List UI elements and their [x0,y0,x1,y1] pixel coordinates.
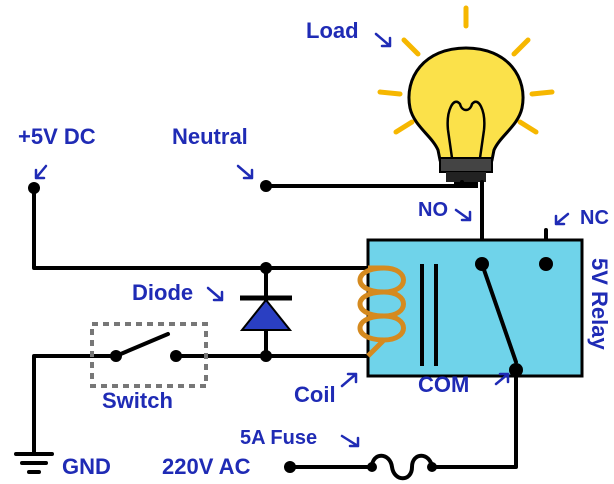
bulb-rays [377,5,555,135]
ground-icon [14,452,54,474]
fuse-label: 5A Fuse [240,427,317,449]
light-bulb-icon [407,46,525,188]
coil-label: Coil [294,382,336,407]
ac-label: 220V AC [162,454,251,479]
plus5v-label: +5V DC [18,124,96,149]
com-label: COM [418,372,469,397]
diode-label: Diode [132,280,193,305]
terminals [28,180,296,473]
neutral-label: Neutral [172,124,248,149]
load-label: Load [306,18,359,43]
switch-icon [90,322,208,388]
nc-label: NC [580,207,609,229]
relay-contacts [475,257,553,377]
fuse-icon [367,453,437,481]
diode-icon [239,295,293,331]
gnd-label: GND [62,454,111,479]
relay-coil-icon [357,264,438,366]
relay-label: 5V Relay [587,258,612,350]
no-label: NO [418,199,448,221]
switch-label: Switch [102,388,173,413]
pointer-arrows [34,32,570,448]
